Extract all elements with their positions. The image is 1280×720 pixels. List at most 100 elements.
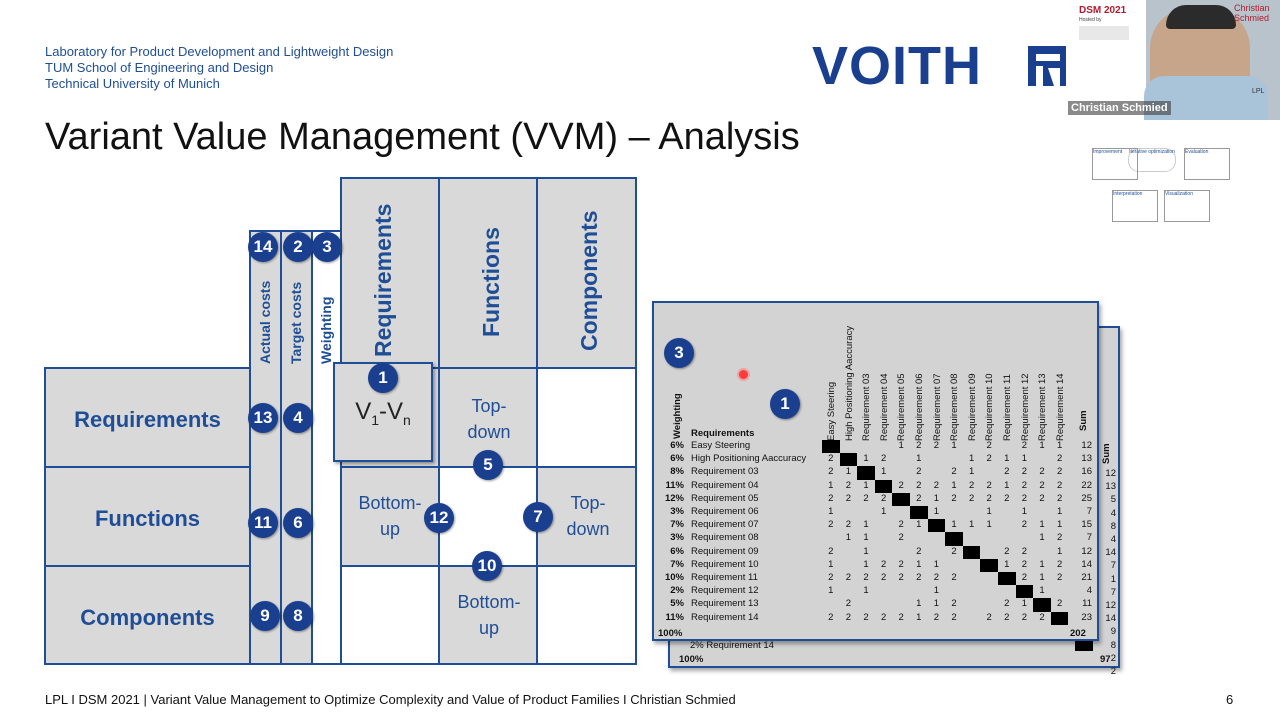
dsm-cell: 2: [951, 466, 957, 478]
actual-costs-column: [249, 230, 282, 665]
back-sum-value: 2: [1110, 666, 1116, 678]
dsm-cell: 1: [1039, 532, 1045, 544]
dsm-cell: 2: [986, 453, 992, 465]
dsm-cell: 2: [1039, 479, 1045, 491]
dsm-column-label: Requirement 09: [966, 373, 978, 441]
dsm-cell: [840, 546, 858, 559]
dsm-cell: 2: [951, 492, 957, 504]
dsm-cell: 2: [828, 466, 834, 478]
dsm-row-label: Requirement 10: [691, 558, 759, 570]
dsm-cell: 2: [828, 453, 834, 465]
sum-header: Sum: [1078, 410, 1089, 431]
dsm-cell: 1: [828, 585, 834, 597]
dsm-cell: 1: [916, 611, 922, 623]
dsm-cell: [928, 453, 946, 466]
dsm-row-sum: 23: [1081, 611, 1092, 623]
dsm-cell: 1: [933, 598, 940, 610]
step-badge: 4: [283, 403, 313, 433]
dsm-cell: 2: [898, 532, 904, 544]
dsm-column-label: Requirement 13: [1037, 373, 1049, 441]
cell-comp-comp: [536, 565, 637, 665]
dsm-cell: 2: [1056, 598, 1063, 610]
dsm-cell: 1: [845, 466, 852, 478]
target-costs-column: [280, 230, 313, 665]
dsm-cell: 1: [1056, 506, 1063, 517]
dsm-cell: 2: [986, 611, 992, 623]
dsm-column-label: Requirement 06: [914, 373, 925, 441]
dsm-diagonal-cell: [980, 558, 998, 572]
video-tile[interactable]: DSM 2021 Hosted by Christian Schmied Chr…: [1066, 0, 1280, 120]
back-sum-value: 8: [1110, 639, 1116, 651]
dsm-cell: [1033, 506, 1051, 519]
cell-comp-func: [438, 565, 538, 665]
dsm-cell: 1: [1056, 519, 1063, 531]
dsm-cell: [910, 585, 928, 598]
dsm-cell: 2: [1004, 466, 1010, 478]
dsm-cell: 1: [1039, 519, 1045, 531]
dsm-cell: [875, 598, 893, 611]
dsm-cell: 1: [845, 532, 852, 544]
dsm-cell: 2: [1021, 479, 1028, 491]
participant-hair: [1166, 5, 1236, 29]
back-sum-value: 4: [1110, 507, 1116, 519]
dsm-cell: [963, 532, 981, 545]
dsm-column-label: Requirement 05: [896, 373, 908, 441]
dsm-cell: [857, 598, 875, 611]
dsm-cell: [822, 532, 840, 545]
dsm-cell: 1: [1056, 440, 1063, 451]
back-total-sum: 97: [1100, 654, 1111, 665]
dsm-cell: [980, 572, 998, 585]
dsm-row-label: Requirement 06: [691, 506, 759, 517]
dsm-cell: [840, 585, 858, 598]
dsm-row-weight: 11%: [665, 479, 685, 491]
dsm-cell: [822, 598, 840, 611]
step-badge: 1: [368, 363, 398, 393]
back-sum-value: 7: [1110, 560, 1116, 572]
dsm-cell: 1: [951, 440, 957, 451]
dsm-cell: 2: [828, 611, 834, 623]
dsm-cell: 1: [863, 453, 869, 465]
v-range-label: V1-Vn: [355, 398, 411, 428]
dsm-cell: 1: [1021, 598, 1028, 610]
dsm-diagonal-cell: [874, 479, 893, 493]
dsm-cell: [875, 532, 893, 545]
thumb-center: Iterative optimization: [1128, 148, 1176, 172]
dsm-cell: 1: [968, 519, 975, 531]
requirements-header: Requirements: [691, 428, 755, 439]
dsm-cell: 1: [916, 519, 922, 531]
dsm-row-label: Requirement 03: [691, 466, 759, 478]
dsm-cell: 2: [968, 492, 975, 504]
dsm-cell: [1051, 585, 1069, 598]
step-badge: 10: [472, 551, 502, 581]
dsm-cell: 2: [968, 479, 975, 491]
dsm-cell: 1: [916, 598, 922, 610]
dsm-cell: [963, 440, 981, 453]
dsm-cell: [998, 532, 1016, 545]
dsm-cell: 2: [880, 453, 887, 465]
dsm-column-label: Requirement 04: [878, 373, 890, 441]
dsm-cell: 1: [828, 558, 834, 570]
dsm-diagonal-cell: [945, 532, 963, 546]
dsm-cell: [998, 440, 1016, 453]
dsm-cell: 2: [1004, 545, 1010, 557]
dsm-column-label: Requirement 08: [949, 373, 961, 441]
participant-name: Christian Schmied: [1068, 101, 1171, 115]
dsm-cell: [928, 546, 946, 559]
dsm-cell: 2: [828, 492, 834, 504]
dsm-cell: 2: [1021, 440, 1028, 451]
dsm-cell: 1: [880, 506, 887, 517]
dsm-cell: [840, 506, 858, 519]
voith-logo-mark-icon: [1028, 46, 1068, 86]
dsm-cell: 1: [898, 440, 904, 451]
dsm-cell: 2: [933, 440, 940, 451]
dsm-cell: 1: [863, 545, 869, 557]
dsm-cell: 2: [1004, 611, 1010, 623]
dsm-cell: 2: [916, 545, 922, 557]
back-sum-value: 12: [1105, 468, 1116, 479]
dsm-row-weight: 10%: [664, 572, 684, 583]
dsm-cell: 2: [951, 545, 957, 557]
dsm-row-label: Requirement 05: [691, 492, 759, 504]
dsm-cell: [963, 559, 981, 572]
dsm-cell: 2: [1021, 611, 1028, 623]
